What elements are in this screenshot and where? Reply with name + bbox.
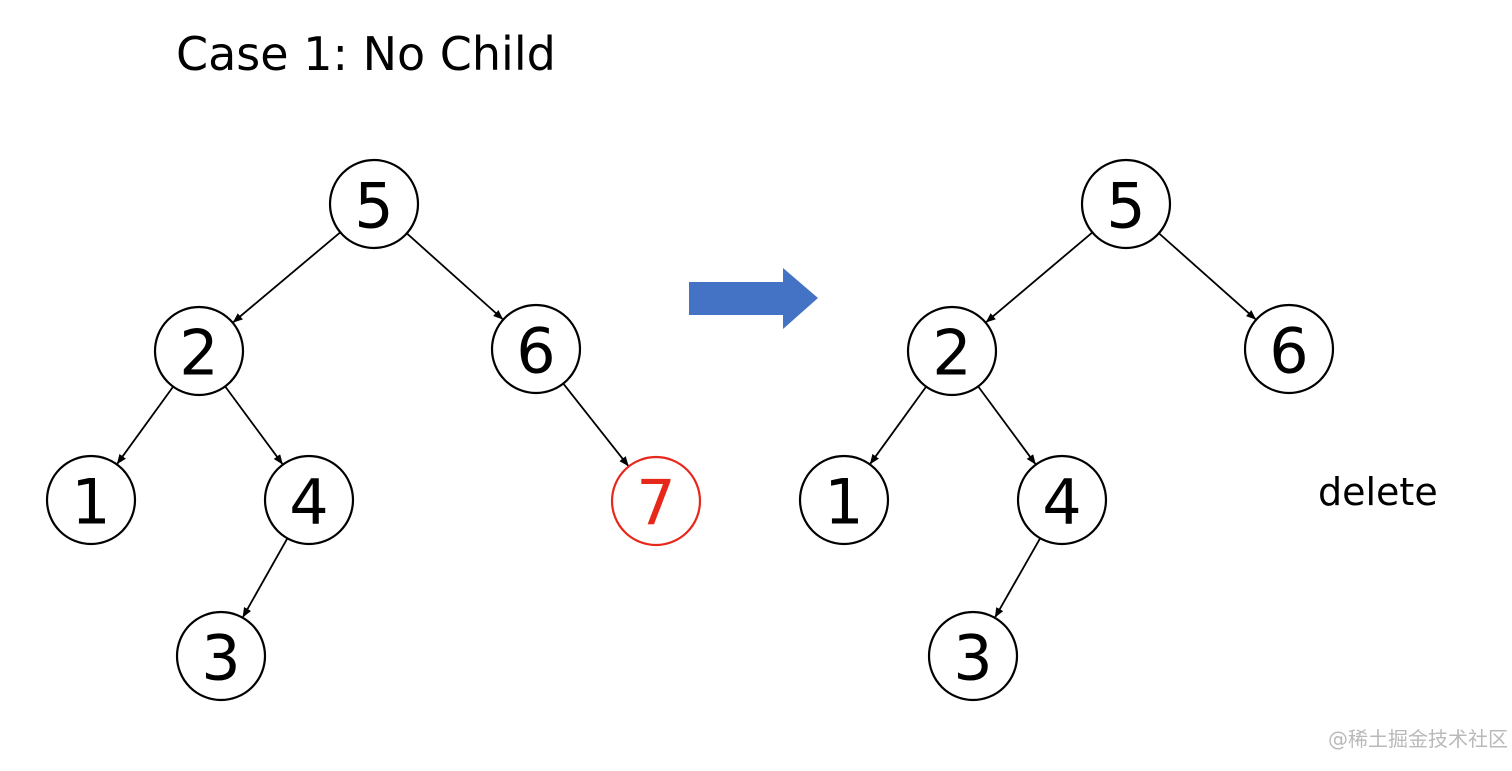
- before-tree: 5 2 6 1 4 7 3: [45, 158, 702, 702]
- node-label: 4: [289, 466, 328, 539]
- before_tree-node-6: 6: [490, 303, 582, 395]
- node-circle: [927, 610, 1019, 702]
- before_tree-edge-5-to-2: [232, 231, 341, 323]
- before_tree-node-1: 1: [45, 454, 137, 546]
- before_tree-edge-4-to-3: [242, 537, 289, 618]
- before_tree-node-2: 2: [153, 305, 245, 397]
- after_tree-node-1: 1: [798, 454, 890, 546]
- before_tree-node-4: 4: [263, 454, 355, 546]
- transition-arrow: [689, 268, 818, 329]
- before_tree-edge-6-to-7: [562, 382, 629, 467]
- node-label: 1: [824, 466, 863, 539]
- before_tree-node-3: 3: [175, 610, 267, 702]
- node-circle: [1243, 303, 1335, 395]
- diagram-title: Case 1: No Child: [176, 27, 556, 81]
- node-circle: [175, 610, 267, 702]
- node-label: 2: [932, 317, 971, 390]
- before-tree-nodes: 5 2 6 1 4 7 3: [45, 158, 702, 702]
- after_tree-node-4: 4: [1016, 454, 1108, 546]
- node-label: 2: [179, 317, 218, 390]
- watermark: @稀土掘金技术社区: [1328, 727, 1508, 751]
- node-label: 1: [71, 466, 110, 539]
- node-label: 3: [201, 622, 240, 695]
- after_tree-node-5: 5: [1080, 158, 1172, 250]
- after_tree-node-6: 6: [1243, 303, 1335, 395]
- node-circle: [798, 454, 890, 546]
- before_tree-edge-2-to-1: [116, 386, 174, 465]
- node-circle: [490, 303, 582, 395]
- node-circle: [263, 454, 355, 546]
- after_tree-edge-4-to-3: [994, 537, 1041, 618]
- node-circle: [1080, 158, 1172, 250]
- after-tree: 5 2 6 1 4 3: [798, 158, 1335, 702]
- node-circle: [906, 305, 998, 397]
- after-tree-edges: [869, 231, 1257, 618]
- before_tree-edge-5-to-6: [406, 232, 504, 320]
- node-label: 3: [953, 622, 992, 695]
- after_tree-edge-2-to-4: [977, 385, 1036, 465]
- node-label: 7: [636, 467, 675, 540]
- node-circle: [610, 455, 702, 547]
- before-tree-edges: [116, 231, 629, 618]
- node-label: 4: [1042, 466, 1081, 539]
- node-label: 6: [1269, 315, 1308, 388]
- before_tree-node-7: 7: [610, 455, 702, 547]
- node-circle: [153, 305, 245, 397]
- before_tree-node-5: 5: [328, 158, 420, 250]
- node-label: 5: [354, 170, 393, 243]
- node-circle: [45, 454, 137, 546]
- after_tree-node-2: 2: [906, 305, 998, 397]
- node-label: 5: [1106, 170, 1145, 243]
- node-label: 6: [516, 315, 555, 388]
- delete-caption: delete: [1318, 470, 1438, 514]
- after_tree-edge-2-to-1: [869, 386, 927, 465]
- after_tree-edge-5-to-2: [985, 231, 1093, 323]
- node-circle: [1016, 454, 1108, 546]
- before_tree-edge-2-to-4: [224, 385, 283, 465]
- after_tree-edge-5-to-6: [1158, 232, 1257, 320]
- after_tree-node-3: 3: [927, 610, 1019, 702]
- node-circle: [328, 158, 420, 250]
- after-tree-nodes: 5 2 6 1 4 3: [798, 158, 1335, 702]
